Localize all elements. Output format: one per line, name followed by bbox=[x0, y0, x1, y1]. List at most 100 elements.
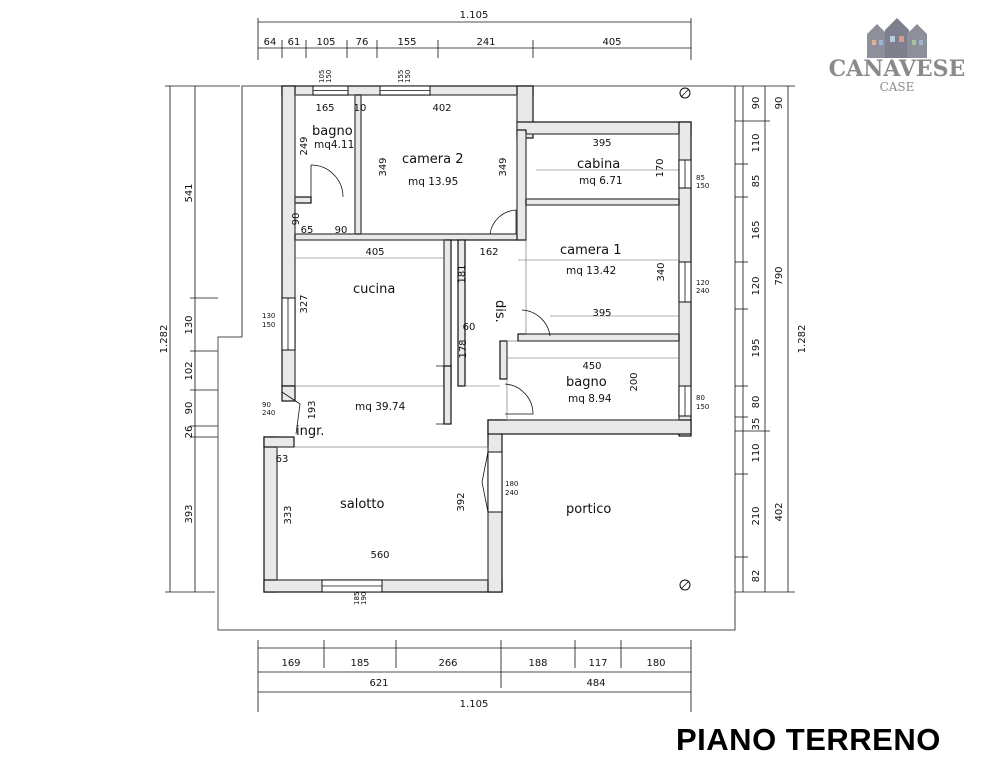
win-3-h: 150 bbox=[696, 182, 709, 190]
top-dim-1: 64 bbox=[264, 37, 277, 48]
dim-450: 450 bbox=[582, 361, 601, 372]
brand-logo: CANAVESE CASE bbox=[822, 18, 972, 98]
dim-249: 249 bbox=[299, 136, 310, 155]
win-8-w: 180 bbox=[505, 480, 518, 488]
dim-402: 402 bbox=[432, 103, 451, 114]
left-dim-393: 393 bbox=[184, 504, 195, 523]
right-dimensions: 90 110 85 165 120 195 80 35 110 210 82 9… bbox=[735, 85, 808, 593]
bottom-dim-2: 185 bbox=[350, 658, 369, 669]
win-2-h: 150 bbox=[404, 70, 412, 83]
right-dim-2: 110 bbox=[751, 133, 762, 152]
dim-392: 392 bbox=[456, 492, 467, 511]
win-5-w: 130 bbox=[262, 312, 275, 320]
left-dim-102: 102 bbox=[184, 361, 195, 380]
win-9-w: 185 bbox=[353, 592, 361, 605]
win-1-w: 105 bbox=[318, 70, 326, 83]
dim-340: 340 bbox=[656, 262, 667, 281]
left-dim-90: 90 bbox=[184, 402, 195, 415]
right-dim-1: 90 bbox=[751, 97, 762, 110]
top-dim-3: 105 bbox=[316, 37, 335, 48]
right-total: 1.282 bbox=[797, 325, 808, 354]
win-7-h: 150 bbox=[696, 403, 709, 411]
room-salotto: salotto bbox=[340, 497, 384, 512]
win-8-h: 240 bbox=[505, 489, 518, 497]
dim-181: 181 bbox=[457, 264, 468, 283]
left-dimensions: 1.282 541 130 102 90 26 393 bbox=[159, 85, 240, 593]
dim-90b: 90 bbox=[335, 225, 348, 236]
bottom-dimensions: 169 185 266 188 117 180 621 484 1.105 bbox=[257, 640, 692, 712]
win-6-w: 90 bbox=[262, 401, 271, 409]
room-labels: bagno mq4.11 camera 2 mq 13.95 cabina mq… bbox=[296, 124, 623, 517]
right-sub-402: 402 bbox=[774, 502, 785, 521]
right-dim-4: 165 bbox=[751, 220, 762, 239]
bottom-dim-5: 117 bbox=[588, 658, 607, 669]
column-top bbox=[679, 87, 691, 99]
top-total: 1.105 bbox=[460, 10, 489, 21]
windows bbox=[281, 85, 692, 593]
right-dim-11: 82 bbox=[751, 570, 762, 583]
room-dis: dis. bbox=[492, 300, 507, 323]
column-bottom bbox=[679, 579, 691, 591]
room-camera-1: camera 1 bbox=[560, 243, 622, 258]
area-bagno-2: mq 8.94 bbox=[568, 393, 612, 405]
right-sub-90: 90 bbox=[774, 97, 785, 110]
dim-10: 10 bbox=[354, 103, 367, 114]
right-sub-790: 790 bbox=[774, 266, 785, 285]
right-dim-8: 35 bbox=[751, 418, 762, 431]
left-dim-26: 26 bbox=[184, 426, 195, 439]
dim-162: 162 bbox=[479, 247, 498, 258]
top-dim-6: 241 bbox=[476, 37, 495, 48]
win-2-w: 155 bbox=[397, 70, 405, 83]
bottom-dim-6: 180 bbox=[646, 658, 665, 669]
dim-90: 90 bbox=[291, 213, 302, 226]
bottom-sub-621: 621 bbox=[369, 678, 388, 689]
dim-405: 405 bbox=[365, 247, 384, 258]
room-guides bbox=[276, 94, 680, 581]
top-dim-4: 76 bbox=[356, 37, 369, 48]
bottom-total: 1.105 bbox=[460, 699, 489, 710]
dim-560: 560 bbox=[370, 550, 389, 561]
win-7-w: 80 bbox=[696, 394, 705, 402]
win-3-w: 85 bbox=[696, 174, 705, 182]
dim-63: 63 bbox=[276, 454, 289, 465]
top-dimensions: 1.105 64 61 105 76 155 241 405 bbox=[257, 10, 692, 60]
room-bagno-top: bagno bbox=[312, 124, 353, 139]
doors bbox=[281, 164, 551, 513]
dim-165: 165 bbox=[315, 103, 334, 114]
dim-193: 193 bbox=[307, 400, 318, 419]
logo-name: CANAVESE bbox=[828, 56, 966, 82]
window-labels: 105 150 155 150 85 150 120 240 130 150 9… bbox=[262, 70, 709, 605]
dim-333: 333 bbox=[283, 505, 294, 524]
right-dim-5: 120 bbox=[751, 276, 762, 295]
win-1-h: 150 bbox=[325, 70, 333, 83]
bottom-dim-4: 188 bbox=[528, 658, 547, 669]
dim-349b: 349 bbox=[498, 157, 509, 176]
walls bbox=[263, 85, 692, 593]
area-cabina: mq 6.71 bbox=[579, 175, 623, 187]
top-dim-5: 155 bbox=[397, 37, 416, 48]
win-9-h: 190 bbox=[360, 592, 368, 605]
area-camera-1: mq 13.42 bbox=[566, 265, 616, 277]
win-6-h: 240 bbox=[262, 409, 275, 417]
room-cabina: cabina bbox=[577, 157, 620, 172]
area-soggiorno: mq 39.74 bbox=[355, 401, 406, 413]
right-dim-3: 85 bbox=[751, 175, 762, 188]
right-dim-9: 110 bbox=[751, 443, 762, 462]
right-dim-6: 195 bbox=[751, 338, 762, 357]
logo-sub: CASE bbox=[879, 80, 915, 94]
area-camera-2: mq 13.95 bbox=[408, 176, 458, 188]
dim-327: 327 bbox=[299, 294, 310, 313]
dim-60: 60 bbox=[463, 322, 476, 333]
room-camera-2: camera 2 bbox=[402, 152, 464, 167]
dim-395a: 395 bbox=[592, 138, 611, 149]
win-4-w: 120 bbox=[696, 279, 709, 287]
dim-395b: 395 bbox=[592, 308, 611, 319]
dim-65: 65 bbox=[301, 225, 314, 236]
left-dim-130: 130 bbox=[184, 315, 195, 334]
left-dim-541: 541 bbox=[184, 183, 195, 202]
room-bagno-2: bagno bbox=[566, 375, 607, 390]
left-outer-total: 1.282 bbox=[159, 325, 170, 354]
page-title: PIANO TERRENO bbox=[676, 722, 941, 757]
interior-dimensions: 165 10 402 249 349 349 395 170 340 395 9… bbox=[276, 103, 667, 561]
